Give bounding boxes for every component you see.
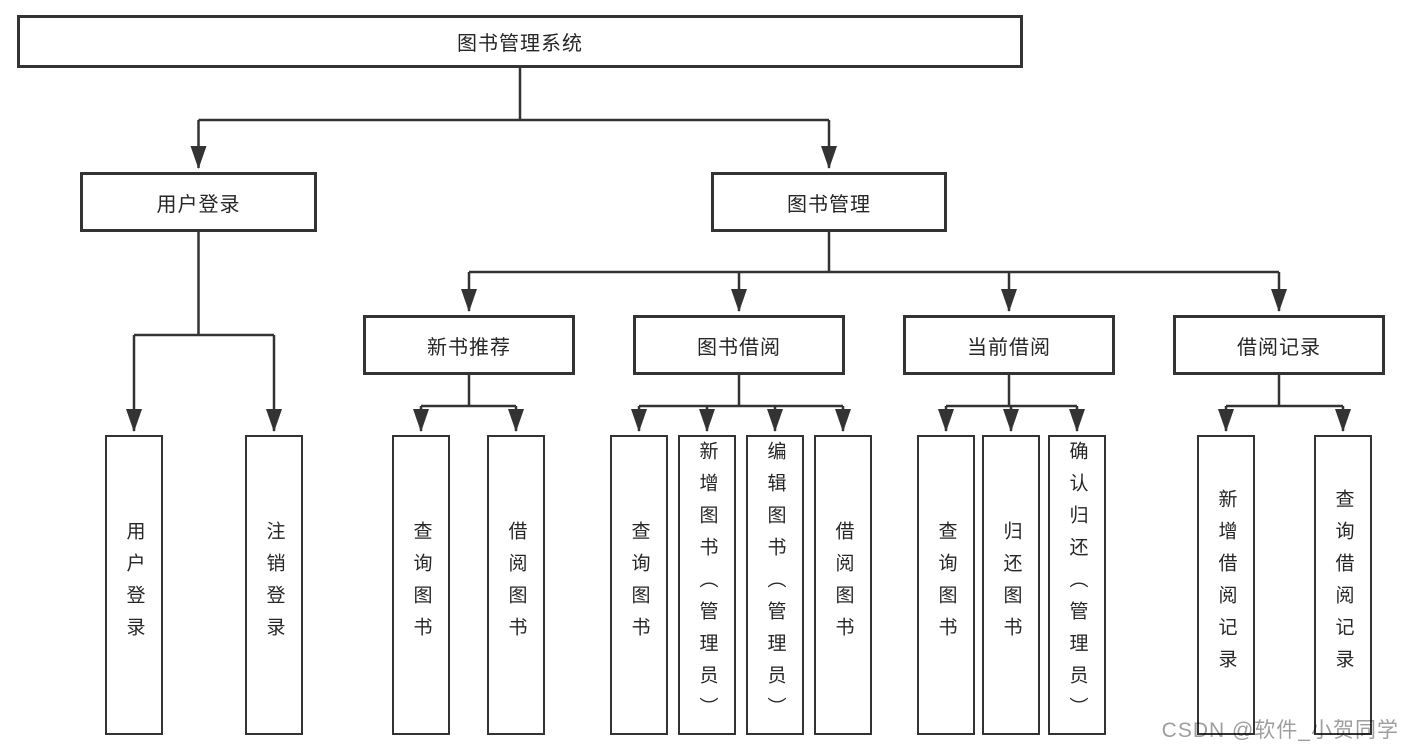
node-label: 借阅记录 — [1237, 336, 1321, 359]
node-label: 借阅图书 — [832, 521, 854, 649]
node-label: 新增图书（管理员） — [696, 441, 718, 729]
node-leaf-query-books-1: 查询图书 — [392, 435, 450, 735]
node-leaf-add-borrow-record: 新增借阅记录 — [1197, 435, 1255, 735]
node-label: 查询借阅记录 — [1332, 489, 1354, 681]
node-leaf-query-books-3: 查询图书 — [917, 435, 975, 735]
node-label: 查询图书 — [628, 521, 650, 649]
node-leaf-query-books-2: 查询图书 — [610, 435, 668, 735]
node-leaf-borrow-books-2: 借阅图书 — [814, 435, 872, 735]
node-root-library-system: 图书管理系统 — [17, 15, 1023, 68]
node-leaf-logout: 注销登录 — [245, 435, 303, 735]
node-label: 编辑图书（管理员） — [764, 441, 786, 729]
node-label: 新书推荐 — [427, 336, 511, 359]
connector-borrow-record-children — [1218, 375, 1351, 432]
node-label: 图书借阅 — [697, 336, 781, 359]
node-book-management: 图书管理 — [711, 172, 947, 232]
node-new-book-recommend: 新书推荐 — [363, 315, 575, 375]
node-leaf-query-borrow-record: 查询借阅记录 — [1314, 435, 1372, 735]
node-label: 归还图书 — [1000, 521, 1022, 649]
connector-book-borrow-children — [631, 375, 851, 432]
node-leaf-edit-book-admin: 编辑图书（管理员） — [746, 435, 804, 735]
connector-book-mgmt-children — [461, 232, 1287, 312]
node-leaf-user-login: 用户登录 — [105, 435, 163, 735]
connector-root-to-level2 — [190, 68, 837, 169]
node-user-login-branch: 用户登录 — [80, 172, 317, 232]
node-label: 用户登录 — [123, 521, 145, 649]
node-label: 当前借阅 — [967, 336, 1051, 359]
node-label: 注销登录 — [263, 521, 285, 649]
node-label: 图书管理 — [787, 193, 871, 216]
connector-current-borrow-children — [938, 375, 1085, 432]
node-borrowing-records: 借阅记录 — [1173, 315, 1385, 375]
node-leaf-return-book: 归还图书 — [982, 435, 1040, 735]
node-label: 图书管理系统 — [457, 33, 583, 55]
node-label: 查询图书 — [410, 521, 432, 649]
node-current-borrowing: 当前借阅 — [903, 315, 1115, 375]
csdn-watermark: CSDN @软件_小贺同学 — [1161, 719, 1399, 742]
node-leaf-add-book-admin: 新增图书（管理员） — [678, 435, 736, 735]
node-leaf-confirm-return-admin: 确认归还（管理员） — [1048, 435, 1106, 735]
node-label: 借阅图书 — [505, 521, 527, 649]
node-label: 新增借阅记录 — [1215, 489, 1237, 681]
node-book-borrowing: 图书借阅 — [633, 315, 845, 375]
node-label: 查询图书 — [935, 521, 957, 649]
connector-new-book-children — [413, 375, 524, 432]
connector-user-login-children — [126, 232, 282, 432]
node-leaf-borrow-books-1: 借阅图书 — [487, 435, 545, 735]
node-label: 用户登录 — [156, 193, 241, 216]
node-label: 确认归还（管理员） — [1066, 441, 1088, 729]
